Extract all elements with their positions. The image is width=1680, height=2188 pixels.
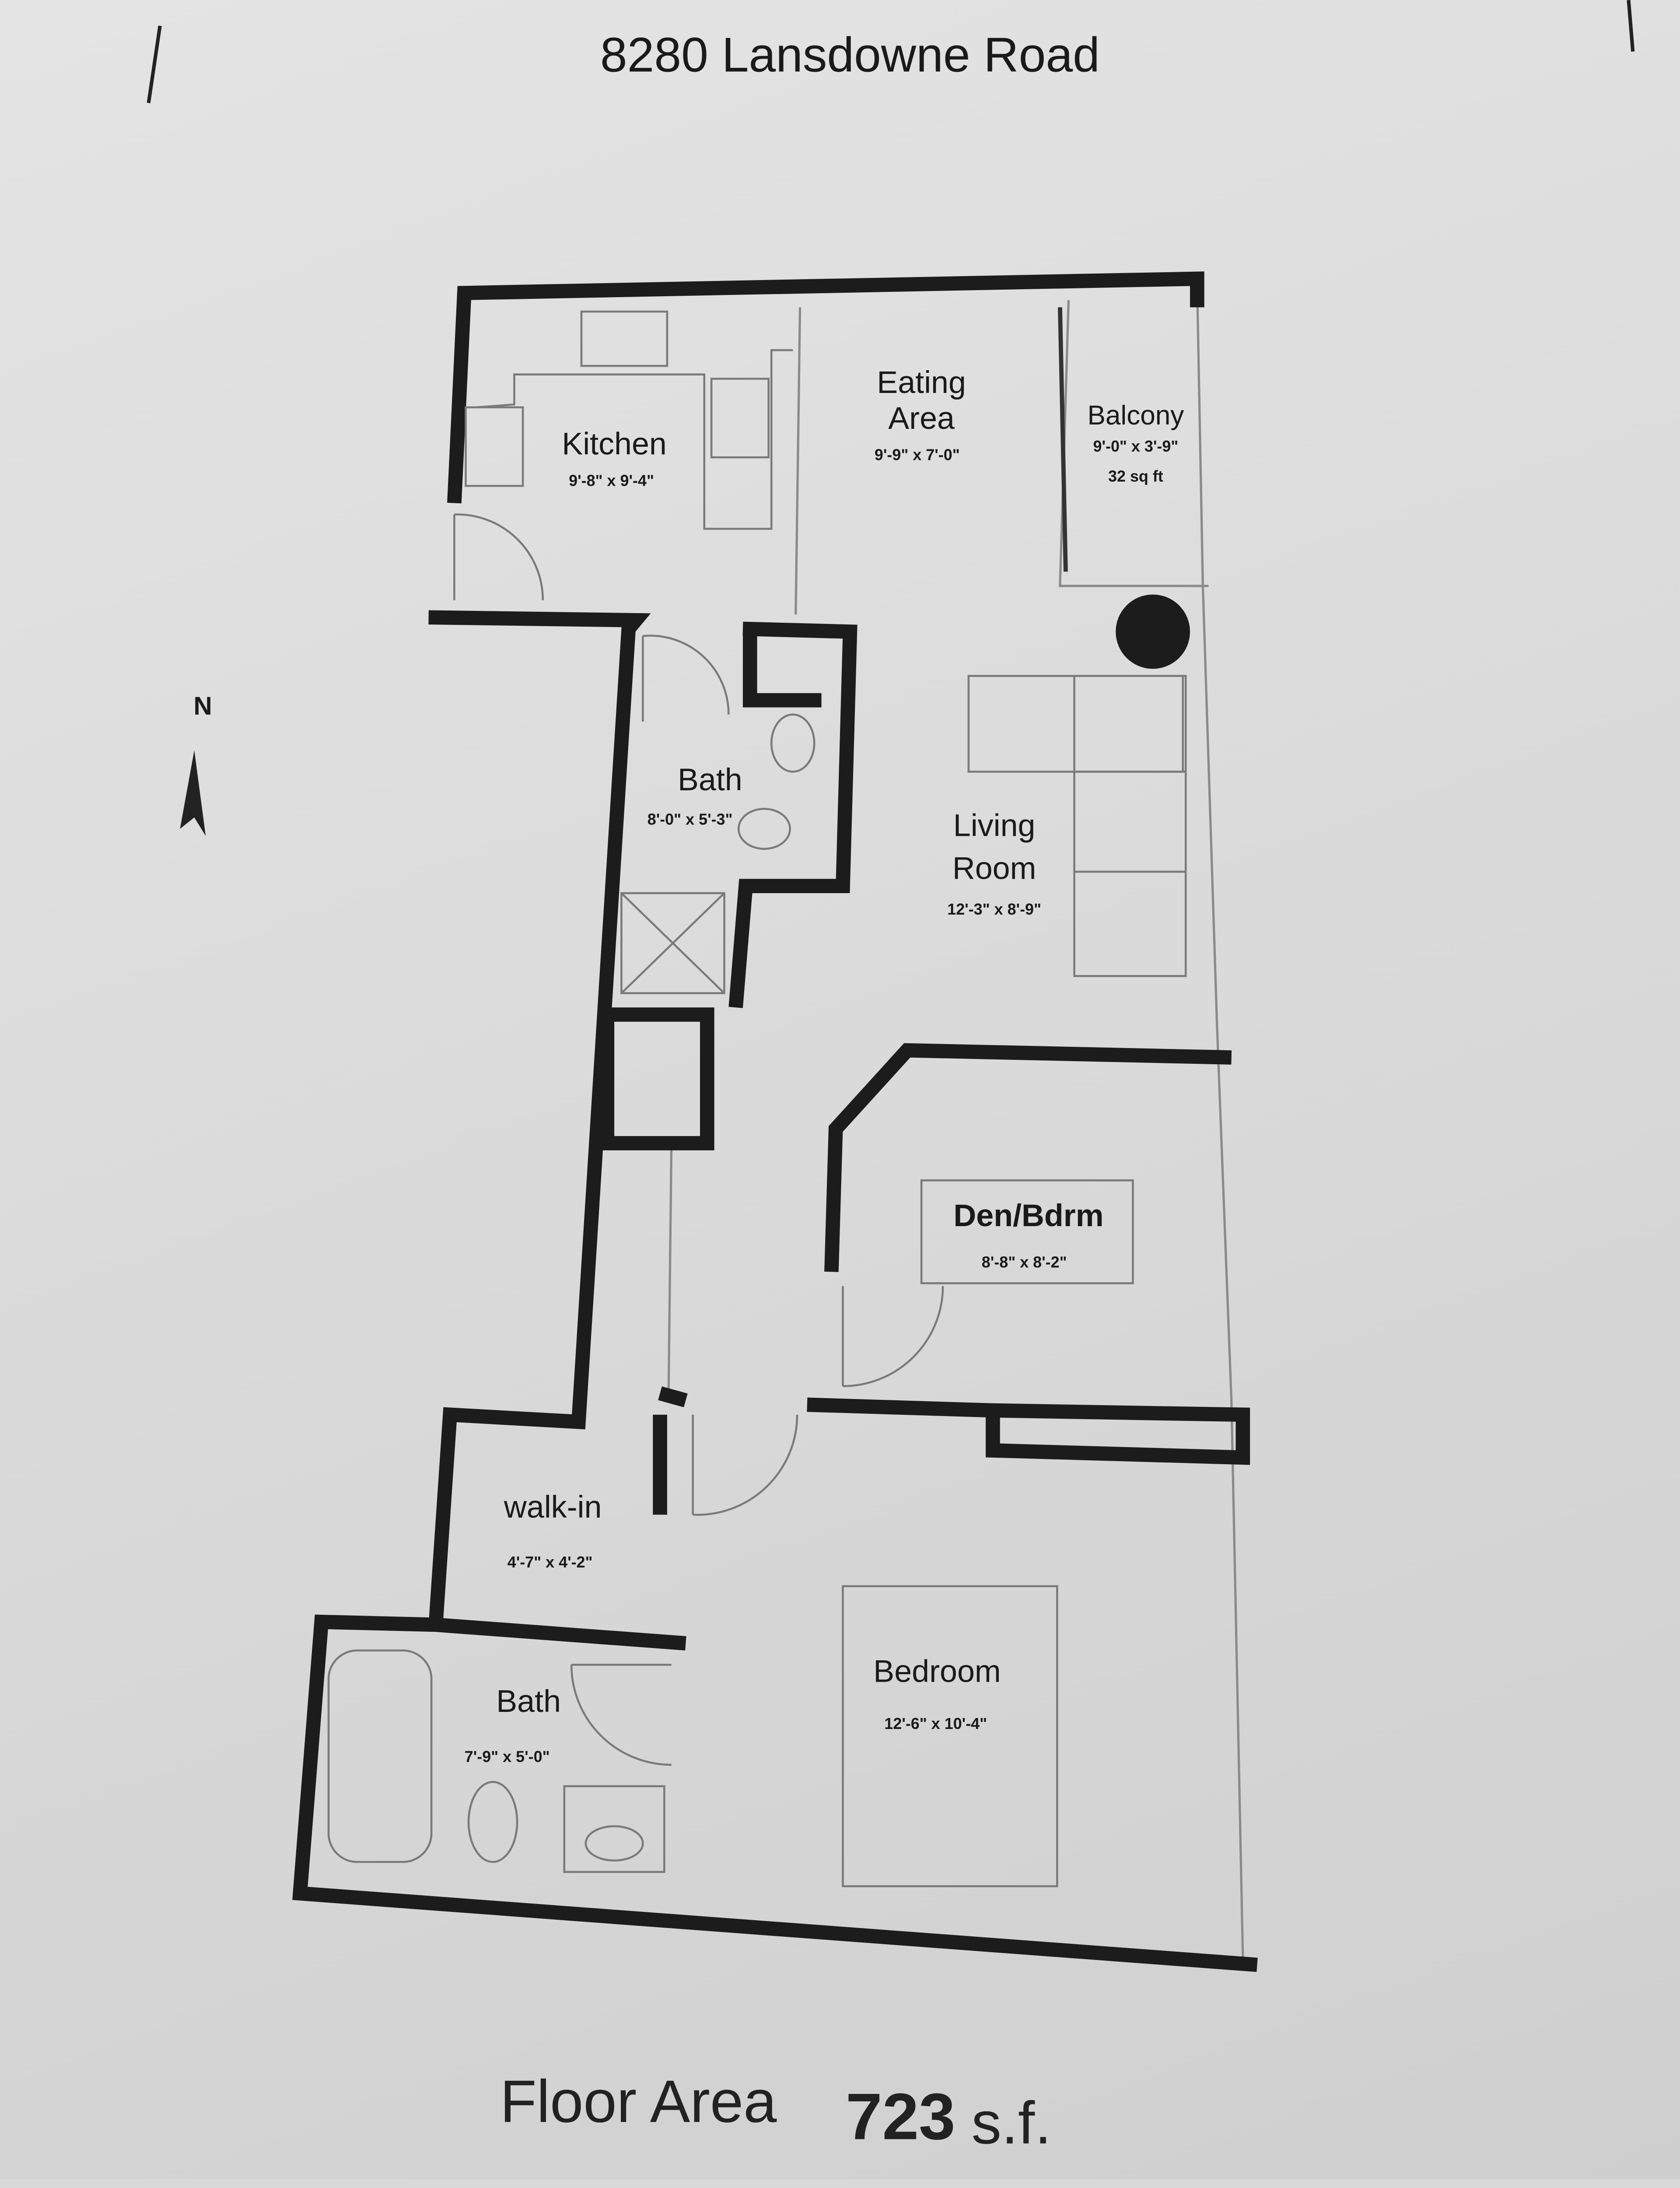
page-title: 8280 Lansdowne Road — [600, 27, 1100, 82]
room-bath-1: Bath 8'-0" x 5'-3" — [648, 762, 742, 828]
wall — [807, 1397, 1250, 1465]
svg-text:723: 723 — [846, 2079, 956, 2153]
room-eating-area: Eating Area 9'-9" x 7'-0" — [875, 365, 966, 463]
svg-text:Bedroom: Bedroom — [873, 1654, 1001, 1689]
wall — [292, 1614, 1258, 1972]
svg-text:4'-7" x 4'-2": 4'-7" x 4'-2" — [508, 1553, 593, 1571]
svg-text:12'-6" x 10'-4": 12'-6" x 10'-4" — [884, 1715, 987, 1732]
wall — [728, 621, 858, 1008]
north-arrow-icon: N — [180, 692, 212, 836]
svg-text:32 sq ft: 32 sq ft — [1108, 467, 1163, 485]
room-walk-in: walk-in 4'-7" x 4'-2" — [504, 1490, 602, 1571]
svg-text:9'-0" x 3'-9": 9'-0" x 3'-9" — [1093, 437, 1178, 455]
svg-text:Floor Area: Floor Area — [500, 2068, 777, 2135]
svg-text:8'-0" x 5'-3": 8'-0" x 5'-3" — [648, 810, 733, 828]
svg-text:s.f.: s.f. — [971, 2090, 1051, 2156]
svg-text:Bath: Bath — [678, 762, 742, 797]
svg-text:Kitchen: Kitchen — [562, 427, 667, 462]
page-edge-mark — [1627, 0, 1635, 52]
room-living-room: Living Room 12'-3" x 8'-9" — [947, 808, 1041, 918]
page-edge-mark — [147, 25, 162, 103]
wall — [824, 1043, 1232, 1272]
svg-text:N: N — [193, 692, 212, 720]
wall — [742, 636, 822, 708]
svg-text:Den/Bdrm: Den/Bdrm — [953, 1198, 1103, 1233]
svg-text:Eating: Eating — [877, 365, 966, 400]
svg-text:8'-8" x 8'-2": 8'-8" x 8'-2" — [982, 1253, 1067, 1271]
svg-text:9'-9" x 7'-0": 9'-9" x 7'-0" — [875, 446, 960, 464]
room-den-bedroom: Den/Bdrm 8'-8" x 8'-2" — [953, 1198, 1103, 1271]
svg-text:9'-8" x 9'-4": 9'-8" x 9'-4" — [569, 471, 654, 489]
svg-text:walk-in: walk-in — [504, 1490, 602, 1525]
room-balcony: Balcony 9'-0" x 3'-9" 32 sq ft — [1088, 400, 1184, 485]
room-kitchen: Kitchen 9'-8" x 9'-4" — [562, 427, 667, 490]
wall — [600, 1007, 714, 1150]
svg-text:Room: Room — [952, 851, 1036, 886]
wall — [658, 1386, 688, 1407]
table-icon — [1116, 594, 1190, 669]
svg-text:7'-9" x 5'-0": 7'-9" x 5'-0" — [465, 1747, 550, 1765]
svg-text:12'-3" x 8'-9": 12'-3" x 8'-9" — [947, 900, 1041, 918]
wall — [447, 271, 1204, 504]
room-bedroom: Bedroom 12'-6" x 10'-4" — [873, 1654, 1001, 1732]
svg-text:Bath: Bath — [496, 1684, 561, 1719]
room-bath-2: Bath 7'-9" x 5'-0" — [465, 1684, 561, 1765]
floor-area: Floor Area 723 s.f. — [500, 2068, 1051, 2156]
wall — [435, 1617, 686, 1651]
svg-text:Balcony: Balcony — [1088, 400, 1184, 431]
floor-plan — [292, 271, 1258, 1972]
svg-text:Living: Living — [953, 808, 1036, 843]
svg-text:Area: Area — [888, 401, 955, 436]
